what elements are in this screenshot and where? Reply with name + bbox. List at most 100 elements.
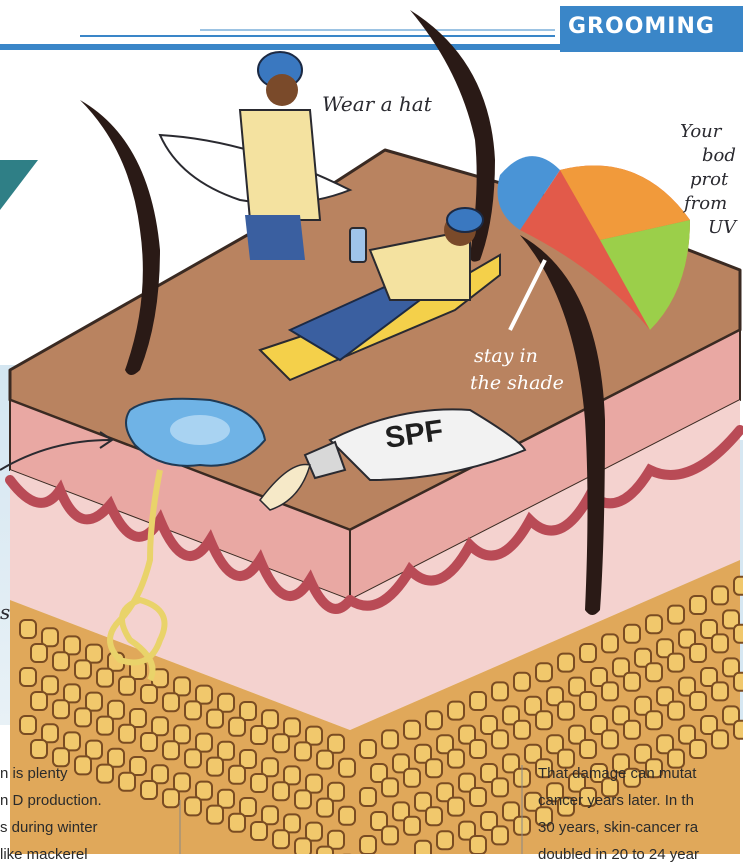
- fat-cell: [426, 807, 442, 825]
- fat-cell: [229, 814, 245, 832]
- fat-cell: [448, 750, 464, 768]
- fat-cell: [207, 758, 223, 776]
- fat-cell: [580, 644, 596, 662]
- fat-cell: [273, 782, 289, 800]
- fat-cell: [251, 822, 267, 840]
- fat-cell: [185, 701, 201, 719]
- right-note-line: prot: [690, 168, 743, 192]
- fat-cell: [295, 742, 311, 760]
- fat-cell: [492, 682, 508, 700]
- body-line: cancer years later. In th: [538, 787, 743, 814]
- fat-cell: [141, 685, 157, 703]
- fat-cell: [404, 769, 420, 787]
- fat-cell: [20, 716, 36, 734]
- fat-cell: [712, 682, 728, 700]
- fat-cell: [295, 790, 311, 808]
- body-line: n is plenty: [0, 760, 102, 787]
- fat-cell: [207, 710, 223, 728]
- label-stay-shade-2: the shade: [470, 372, 564, 394]
- fat-cell: [712, 586, 728, 604]
- fat-cell: [624, 673, 640, 691]
- fat-cell: [470, 740, 486, 758]
- fat-cell: [31, 644, 47, 662]
- fat-cell: [251, 726, 267, 744]
- fat-cell: [646, 711, 662, 729]
- fat-cell: [119, 677, 135, 695]
- fat-cell: [602, 730, 618, 748]
- fat-cell: [75, 660, 91, 678]
- fat-cell: [97, 717, 113, 735]
- fat-cell: [690, 596, 706, 614]
- fat-cell: [273, 830, 289, 848]
- fat-cell: [251, 774, 267, 792]
- fat-cell: [185, 797, 201, 815]
- fat-cell: [668, 654, 684, 672]
- fat-cell: [448, 702, 464, 720]
- right-note-line: bod: [702, 144, 743, 168]
- fat-cell: [536, 663, 552, 681]
- fat-cell: [75, 708, 91, 726]
- fat-cell: [558, 654, 574, 672]
- right-note-line: Your: [680, 120, 743, 144]
- fat-cell: [734, 625, 743, 643]
- fat-cell: [163, 789, 179, 807]
- right-note: Your bod prot from UV: [680, 120, 743, 240]
- fat-cell: [492, 778, 508, 796]
- fat-cell: [119, 773, 135, 791]
- fat-cell: [185, 749, 201, 767]
- fat-cell: [580, 740, 596, 758]
- fat-cell: [207, 806, 223, 824]
- fat-cell: [558, 702, 574, 720]
- fat-cell: [470, 692, 486, 710]
- body-line: doubled in 20 to 24 year: [538, 841, 743, 868]
- right-note-line: from: [684, 192, 743, 216]
- fat-cell: [415, 841, 431, 854]
- fat-cell: [734, 577, 743, 595]
- fat-cell: [646, 615, 662, 633]
- fat-cell: [712, 730, 728, 748]
- fat-cell: [690, 740, 706, 758]
- fat-cell: [53, 652, 69, 670]
- fat-cell: [448, 798, 464, 816]
- fat-cell: [404, 817, 420, 835]
- fat-cell: [360, 836, 376, 854]
- fat-cell: [339, 759, 355, 777]
- fat-cell: [20, 668, 36, 686]
- body-text-right: That damage can mutat cancer years later…: [538, 760, 743, 868]
- fat-cell: [580, 692, 596, 710]
- fat-cell: [668, 606, 684, 624]
- fat-cell: [382, 778, 398, 796]
- fat-cell: [712, 634, 728, 652]
- fat-cell: [492, 730, 508, 748]
- fat-cell: [470, 836, 486, 854]
- fat-cell: [317, 799, 333, 817]
- fat-cell: [470, 788, 486, 806]
- fat-cell: [492, 826, 508, 844]
- fat-cell: [295, 838, 311, 854]
- fat-cell: [734, 721, 743, 739]
- fat-cell: [646, 663, 662, 681]
- fat-cell: [317, 847, 333, 854]
- fat-cell: [53, 700, 69, 718]
- fat-cell: [229, 766, 245, 784]
- fat-cell: [624, 721, 640, 739]
- fat-cell: [690, 692, 706, 710]
- fat-cell: [426, 711, 442, 729]
- teal-arrow-fragment: [0, 160, 38, 210]
- fat-cell: [360, 740, 376, 758]
- fat-cell: [119, 725, 135, 743]
- fat-cell: [602, 634, 618, 652]
- fat-cell: [514, 721, 530, 739]
- fat-cell: [97, 669, 113, 687]
- body-line: s during winter: [0, 814, 102, 841]
- fat-cell: [624, 625, 640, 643]
- water-bottle: [350, 228, 366, 262]
- left-fragment-label: s: [0, 600, 10, 624]
- fat-cell: [141, 733, 157, 751]
- label-wear-hat: Wear a hat: [322, 92, 432, 116]
- fat-cell: [690, 644, 706, 662]
- section-tag: GROOMING: [568, 14, 715, 39]
- fat-cell: [360, 788, 376, 806]
- fat-cell: [339, 807, 355, 825]
